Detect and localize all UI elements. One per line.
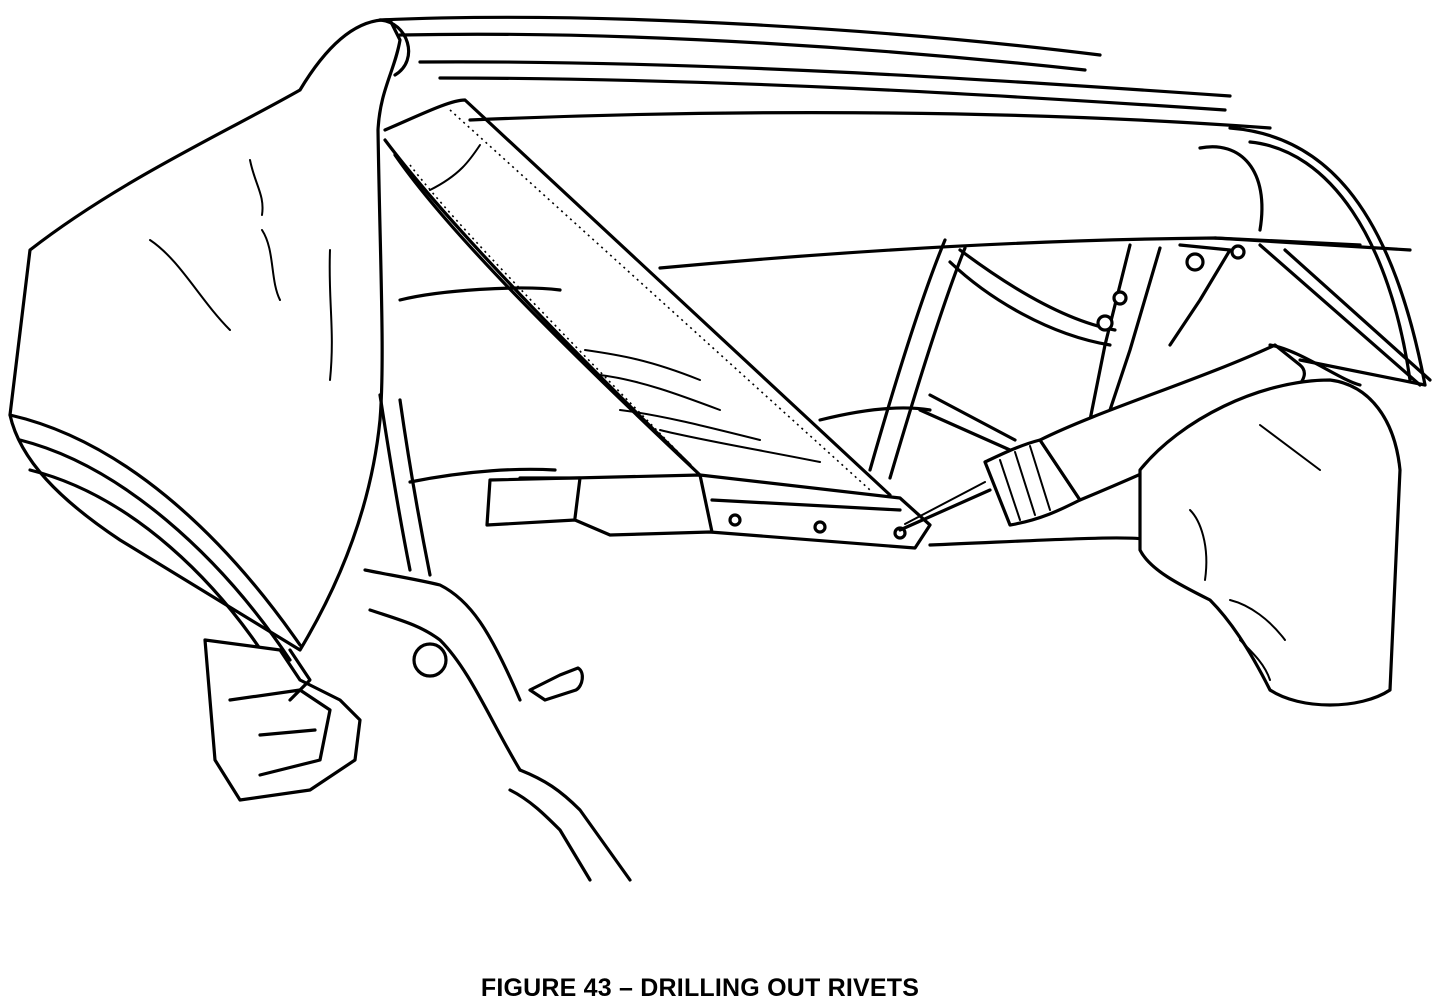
drill-tool [898, 343, 1362, 532]
front-bow [383, 98, 892, 497]
convertible-top-illustration [8, 15, 1432, 882]
rivet-icon [813, 520, 827, 534]
header-rail [485, 473, 932, 550]
pivot-bolt-icon [1185, 252, 1205, 272]
hinge-bolt-icon [412, 642, 448, 678]
latch-bracket [203, 638, 362, 802]
pivot-bolt-icon [1230, 244, 1246, 260]
pivot-bolt-icon [1096, 314, 1114, 332]
front-header-bar [658, 236, 1432, 387]
screw-icon [528, 666, 584, 702]
side-linkage [868, 238, 1246, 480]
hand [1138, 378, 1402, 707]
pivot-bolt-icon [1112, 290, 1128, 306]
folded-fabric [8, 18, 411, 682]
left-frame-leg [363, 393, 632, 882]
top-canvas-rails [378, 15, 1427, 387]
figure-caption: FIGURE 43 – DRILLING OUT RIVETS [480, 974, 920, 1002]
rivet-icon [728, 513, 742, 527]
